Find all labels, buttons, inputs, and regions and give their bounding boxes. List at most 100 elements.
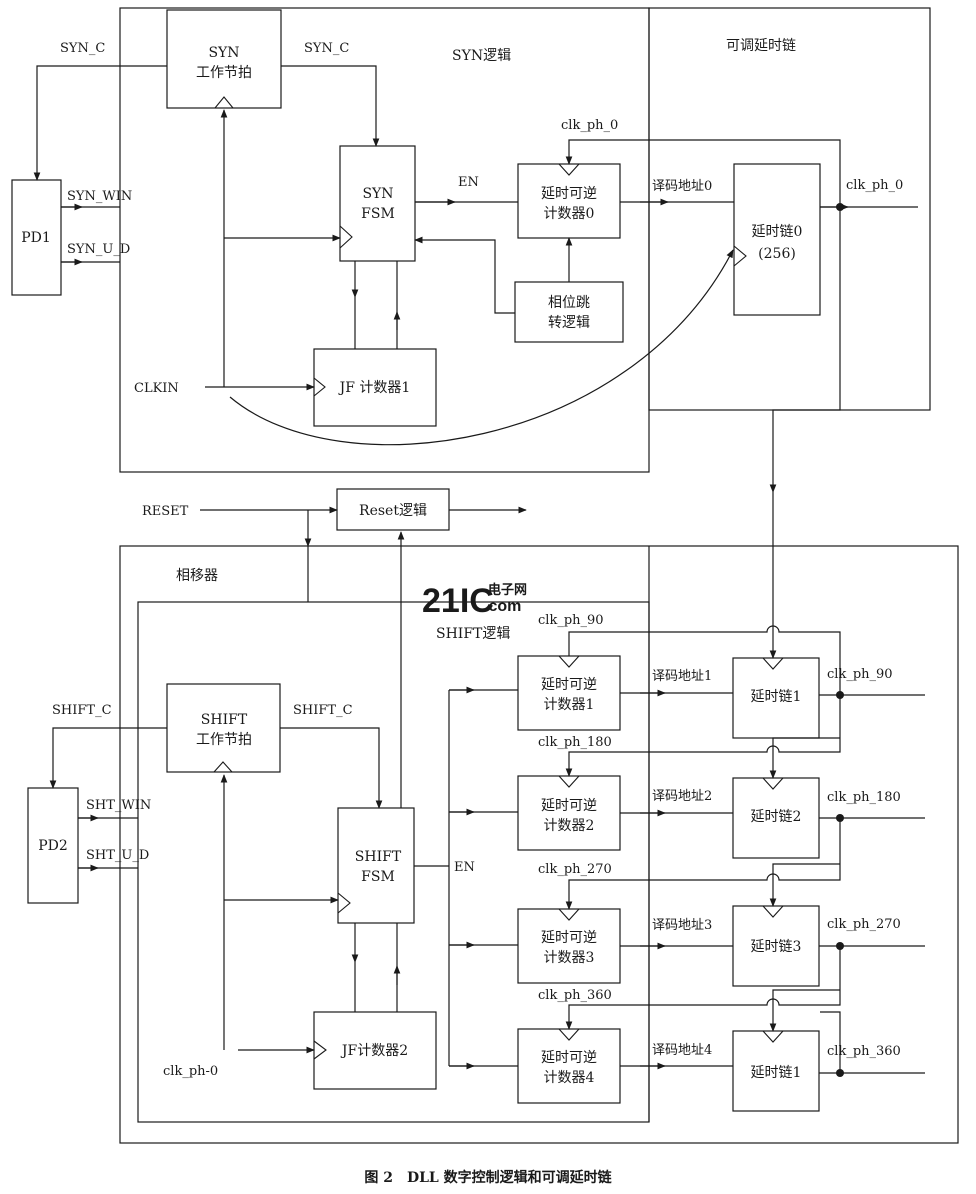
delay-chain-3-label: 延时链3 [751, 939, 802, 955]
shift-c-feedback-wire [49, 727, 167, 789]
addr2-label: 译码地址2 [652, 789, 712, 804]
addr0-label: 译码地址0 [652, 179, 712, 194]
figure-caption: 图 2 DLL 数字控制逻辑和可调延时链 [364, 1169, 612, 1186]
clock-edge-icon [762, 1030, 784, 1043]
syn-fsm-label-1: SYN [362, 186, 393, 202]
phase-shifter-region [119, 545, 959, 1144]
syn-c-right-label: SYN_C [304, 41, 349, 56]
clock-edge-icon [313, 377, 326, 397]
chain0-down-wire [769, 207, 841, 493]
chain-feed-2-wire [769, 737, 840, 779]
chain-feed-4-wire [769, 989, 840, 1032]
shift-beat-block [166, 683, 281, 773]
clock-edge-icon [762, 657, 784, 670]
shifter-region-label: 相移器 [176, 568, 218, 584]
jf-counter-2-block [313, 1011, 437, 1090]
clock-edge-icon [558, 908, 580, 921]
delay-chain-1-block [732, 657, 820, 739]
shift-c-right-label: SHIFT_C [293, 703, 353, 718]
shift-fsm-label-2: FSM [361, 869, 395, 885]
counter-2-label-1: 延时可逆 [541, 798, 597, 814]
delay-chain-0-label-1: 延时链0 [752, 224, 803, 240]
counter-0-label-2: 计数器0 [544, 206, 595, 222]
shift-fsm-block [337, 807, 415, 924]
syn-c-feedback-wire [33, 65, 167, 181]
syn-beat-label-1: SYN [208, 45, 239, 61]
clk-ph-0-top-label: clk_ph_0 [561, 118, 618, 133]
clk-ph0-in-label: clk_ph-0 [163, 1064, 218, 1079]
clock-edge-icon [558, 775, 580, 788]
phase-jump-block [514, 281, 624, 343]
counter-1-label-1: 延时可逆 [541, 677, 597, 693]
clock-edge-icon [733, 245, 747, 267]
counter-4-label-2: 计数器4 [544, 1070, 595, 1086]
chain-feed-3-wire [769, 863, 840, 907]
pd1-label: PD1 [21, 230, 51, 246]
clock-edge-icon [337, 892, 351, 914]
jf-counter-1-label: JF 计数器1 [338, 380, 411, 396]
svg-text:21IC: 21IC [422, 582, 494, 620]
syn-beat-label-2: 工作节拍 [196, 65, 252, 81]
pd1-block [11, 179, 62, 296]
addr4-label: 译码地址4 [652, 1043, 712, 1058]
delay-chain-2-block [732, 777, 820, 859]
clkin-curve-wire [229, 249, 734, 446]
clk-ph-270-out-label: clk_ph_270 [827, 917, 901, 932]
shift-fsm-label-1: SHIFT [355, 849, 402, 865]
syn-region-label: SYN逻辑 [452, 48, 511, 64]
junction-dot [836, 942, 844, 950]
clkin-label: CLKIN [134, 381, 179, 396]
delay-chain-0-label-2: (256) [758, 246, 796, 262]
clock-edge-icon [558, 655, 580, 668]
shift-c-left-label: SHIFT_C [52, 703, 112, 718]
reset-logic-block [336, 488, 450, 531]
clock-edge-icon [762, 777, 784, 790]
counter-3-label-2: 计数器3 [544, 950, 595, 966]
counter-3-label-1: 延时可逆 [541, 930, 597, 946]
clk-ph-360-out-label: clk_ph_360 [827, 1044, 901, 1059]
clk-ph-90-out-label: clk_ph_90 [827, 667, 893, 682]
sht-u-d-label: SHT_U_D [86, 848, 149, 863]
junction-dot [836, 1069, 844, 1077]
clk-ph-270-top-label: clk_ph_270 [538, 862, 612, 877]
shift-region-label: SHIFT逻辑 [436, 626, 510, 642]
counter-1-label-2: 计数器1 [544, 697, 595, 713]
clock-edge-icon [213, 761, 233, 773]
delay-chain-2-label: 延时链2 [751, 809, 802, 825]
pd2-block [27, 787, 79, 904]
counter-2-block [517, 775, 621, 851]
clock-edge-icon [762, 905, 784, 918]
svg-text:电子网: 电子网 [488, 582, 527, 597]
phase-jump-to-fsm-wire [414, 236, 515, 314]
counter-4-label-1: 延时可逆 [541, 1050, 597, 1066]
clk-ph-360-tail-wire [820, 1011, 841, 1073]
addr1-label: 译码地址1 [652, 669, 712, 684]
clk-ph-0-feedback-wire [565, 139, 841, 207]
syn-u-d-label: SYN_U_D [67, 242, 130, 257]
delay-chain-0-block [733, 163, 821, 316]
clock-edge-icon [214, 96, 234, 109]
shift-beat-label-2: 工作节拍 [196, 732, 252, 748]
sht-win-label: SHT_WIN [86, 798, 151, 813]
phase-jump-label-1: 相位跳 [548, 295, 590, 311]
jf-counter-2-label: JF计数器2 [340, 1043, 408, 1059]
junction-dot [836, 691, 844, 699]
clock-edge-icon [558, 163, 580, 176]
syn-c-left-label: SYN_C [60, 41, 105, 56]
pd2-label: PD2 [38, 838, 68, 854]
shift-c-wire [280, 727, 383, 809]
syn-fsm-block [339, 145, 416, 262]
shift-beat-label-1: SHIFT [201, 712, 248, 728]
clk-ph-180-top-label: clk_ph_180 [538, 735, 612, 750]
svg-text:.com: .com [484, 598, 521, 615]
clk-ph-0-out-label: clk_ph_0 [846, 178, 903, 193]
syn-beat-block [166, 9, 282, 109]
delay-chain-4-label: 延时链1 [751, 1065, 802, 1081]
clock-edge-icon [558, 1028, 580, 1041]
junction-dot [836, 203, 844, 211]
clk-ph-360-top-label: clk_ph_360 [538, 988, 612, 1003]
junction-dot [836, 814, 844, 822]
addr3-label: 译码地址3 [652, 918, 712, 933]
syn-fsm-label-2: FSM [361, 206, 395, 222]
